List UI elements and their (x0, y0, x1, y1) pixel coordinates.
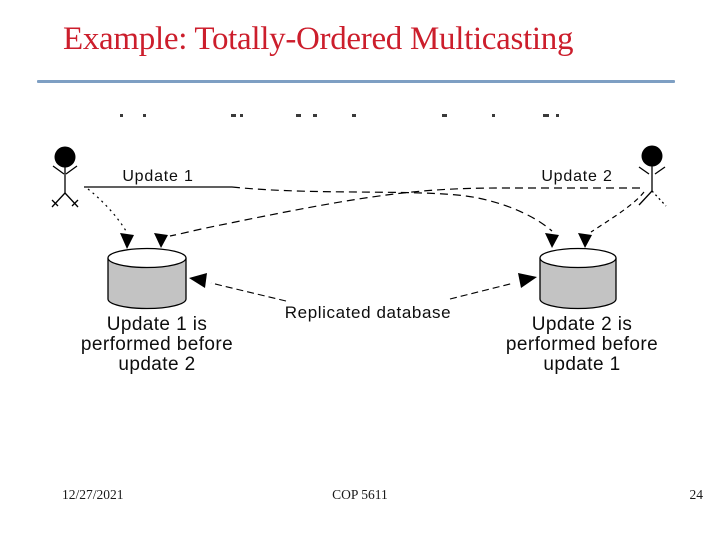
update1-remote-delivery-curve (231, 186, 553, 232)
right-caption-line3: update 1 (543, 354, 620, 375)
right-caption-line1: Update 2 is (532, 314, 633, 335)
user-icon-left (51, 146, 79, 208)
footer-date: 12/27/2021 (62, 487, 124, 502)
slide-title: Example: Totally-Ordered Multicasting (63, 21, 574, 57)
database-cylinder-right (539, 247, 617, 310)
cropped-text-artifacts (120, 114, 559, 117)
left-caption-line2: performed before (81, 334, 233, 355)
update2-label: Update 2 (541, 168, 612, 185)
update2-local-delivery-curve (590, 191, 645, 233)
replicated-database-label: Replicated database (285, 303, 451, 322)
update2-message-line-and-remote-delivery-curve (169, 187, 640, 237)
footer-page-number: 24 (689, 487, 704, 502)
arrowhead-right-db-remote (545, 233, 559, 248)
arrowhead-left-db-remote (154, 233, 168, 248)
left-db-caption: Update 1 is performed before update 2 (81, 314, 233, 375)
user-icon-right (638, 145, 667, 207)
update1-label: Update 1 (122, 168, 193, 185)
left-caption-line3: update 2 (118, 354, 195, 375)
callout-arrowhead-right (518, 273, 537, 288)
database-cylinder-left (107, 247, 187, 310)
update1-local-delivery-curve (87, 188, 127, 232)
title-divider-rule (37, 80, 675, 83)
footer-course-code: COP 5611 (332, 487, 388, 502)
arrowhead-right-db-local (578, 233, 592, 248)
left-caption-line1: Update 1 is (107, 314, 208, 335)
arrowhead-left-db-local (120, 233, 134, 249)
callout-arrowhead-left (189, 273, 207, 288)
right-db-caption: Update 2 is performed before update 1 (506, 314, 658, 375)
callout-line-to-left-db (210, 282, 287, 302)
callout-line-to-right-db (449, 282, 515, 300)
right-caption-line2: performed before (506, 334, 658, 355)
